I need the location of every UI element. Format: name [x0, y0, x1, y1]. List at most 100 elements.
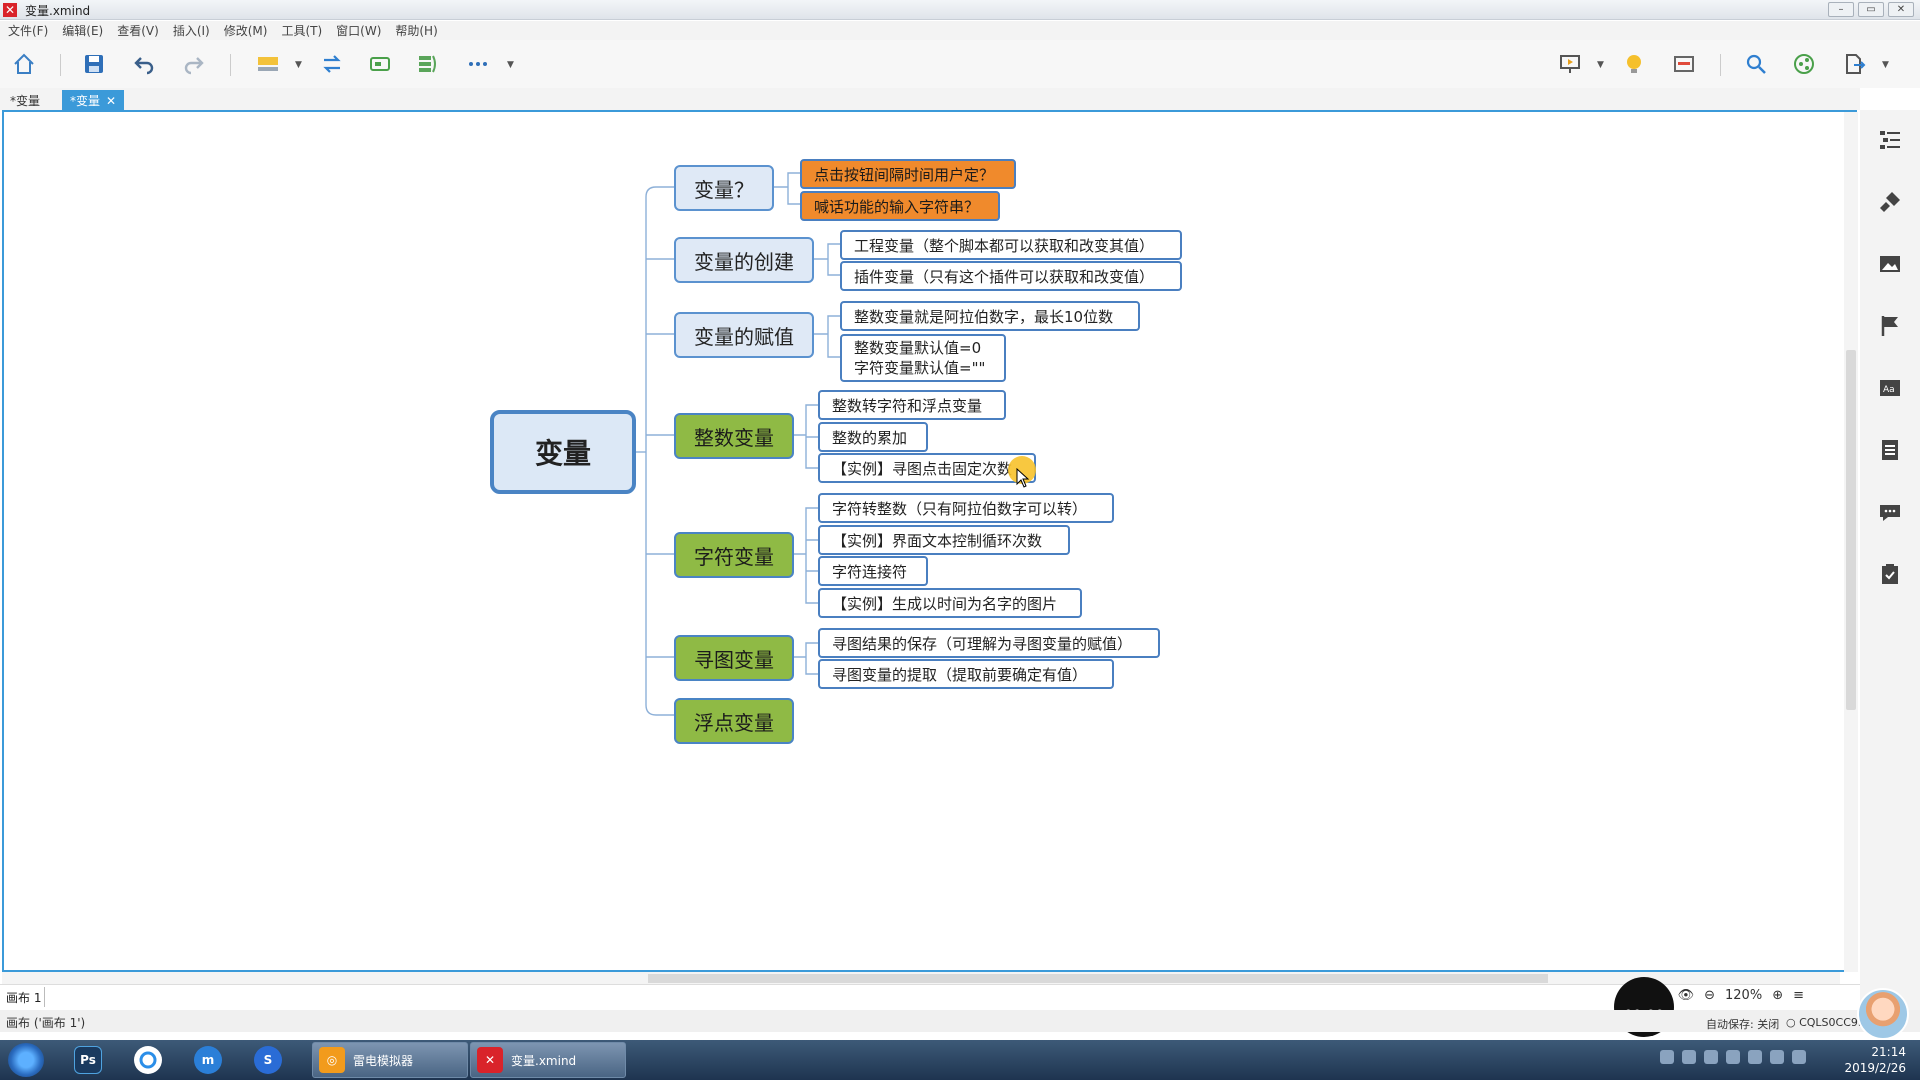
- taskbar-window-emulator[interactable]: ◎ 雷电模拟器: [312, 1042, 468, 1078]
- title-bar: ✕ 变量.xmind – ▭ ✕: [0, 0, 1920, 20]
- horizontal-scrollbar[interactable]: [2, 972, 1840, 984]
- menu-file[interactable]: 文件(F): [8, 24, 49, 38]
- format-brush-icon[interactable]: [1878, 190, 1902, 214]
- home-icon[interactable]: [10, 50, 38, 78]
- topic-style-icon[interactable]: [254, 50, 282, 78]
- maximize-button[interactable]: ▭: [1858, 2, 1884, 17]
- sogou-icon[interactable]: S: [246, 1044, 290, 1076]
- window-title: 变量.xmind: [25, 4, 91, 18]
- export-icon[interactable]: [1840, 50, 1868, 78]
- eye-icon[interactable]: 👁: [1677, 988, 1695, 1003]
- scroll-thumb[interactable]: [1846, 350, 1856, 710]
- vertical-scrollbar[interactable]: [1844, 112, 1858, 972]
- comment-icon[interactable]: [1878, 500, 1902, 524]
- connector-lines: [632, 172, 840, 716]
- mindmap-canvas[interactable]: 变量 变量？ 变量的创建 变量的赋值 整数变量 字符变量 寻图变量 浮点变量 点…: [2, 110, 1858, 972]
- topic-string-variable[interactable]: 字符变量: [674, 532, 794, 578]
- subtopic[interactable]: 喊话功能的输入字符串？: [800, 191, 1000, 221]
- topic-float-variable[interactable]: 浮点变量: [674, 698, 794, 744]
- subtopic[interactable]: 整数变量就是阿拉伯数字，最长10位数: [840, 301, 1140, 331]
- minimize-button[interactable]: –: [1828, 2, 1854, 17]
- svg-text:Aa: Aa: [1883, 385, 1895, 395]
- flag-icon[interactable]: [1878, 314, 1902, 338]
- subtopic[interactable]: 整数的累加: [818, 422, 928, 452]
- status-sheet: 画布 ('画布 1'): [6, 1016, 86, 1030]
- subtopic[interactable]: 字符转整数（只有阿拉伯数字可以转）: [818, 493, 1114, 523]
- tray-icon[interactable]: [1770, 1050, 1784, 1064]
- text-style-icon[interactable]: Aa: [1878, 376, 1902, 400]
- subtopic[interactable]: 字符连接符: [818, 556, 928, 586]
- start-button[interactable]: [8, 1043, 44, 1077]
- share-icon[interactable]: [1790, 50, 1818, 78]
- tray-icon[interactable]: [1660, 1050, 1674, 1064]
- toolbar: ▼ ▼ ▼ ▼: [0, 40, 1920, 88]
- undo-icon[interactable]: [130, 50, 158, 78]
- editor-tabs: *变量 *变量✕: [0, 88, 1860, 110]
- close-icon[interactable]: ✕: [106, 94, 117, 108]
- subtopic-defaults[interactable]: 整数变量默认值=0 字符变量默认值="": [840, 334, 1006, 382]
- host-status: ○ CQLS0CC9L: [1786, 1016, 1865, 1029]
- emulator-icon: ◎: [319, 1047, 345, 1073]
- tab-variable-2[interactable]: *变量✕: [62, 90, 125, 110]
- summary-icon[interactable]: [414, 50, 442, 78]
- menu-window[interactable]: 窗口(W): [336, 24, 382, 38]
- subtopic[interactable]: 插件变量（只有这个插件可以获取和改变值）: [840, 261, 1182, 291]
- chevron-down-icon[interactable]: ▼: [507, 60, 514, 70]
- brainstorm-bulb-icon[interactable]: [1620, 50, 1648, 78]
- topic-variable-assignment[interactable]: 变量的赋值: [674, 312, 814, 358]
- scroll-thumb[interactable]: [648, 974, 1548, 983]
- chevron-down-icon[interactable]: ▼: [295, 60, 302, 70]
- chevron-down-icon[interactable]: ▼: [1882, 60, 1889, 70]
- menu-insert[interactable]: 插入(I): [172, 24, 210, 38]
- redo-icon[interactable]: [180, 50, 208, 78]
- subtopic[interactable]: 【实例】寻图点击固定次数: [818, 453, 1036, 483]
- tray-icon[interactable]: [1682, 1050, 1696, 1064]
- topic-variable-question[interactable]: 变量？: [674, 165, 774, 211]
- close-button[interactable]: ✕: [1888, 2, 1914, 17]
- save-icon[interactable]: [80, 50, 108, 78]
- sheet-tab[interactable]: 画布 1: [6, 991, 42, 1005]
- presentation-icon[interactable]: [1556, 50, 1584, 78]
- image-icon[interactable]: [1878, 252, 1902, 276]
- menu-modify[interactable]: 修改(M): [223, 24, 268, 38]
- maxthon-icon[interactable]: m: [186, 1044, 230, 1076]
- taskbar-window-xmind[interactable]: ✕ 变量.xmind: [470, 1042, 626, 1078]
- subtopic[interactable]: 整数转字符和浮点变量: [818, 390, 1006, 420]
- zoom-in-button[interactable]: ⊕: [1772, 988, 1784, 1003]
- subtopic[interactable]: 点击按钮间隔时间用户定？: [800, 159, 1016, 189]
- menu-bar: 文件(F) 编辑(E) 查看(V) 插入(I) 修改(M) 工具(T) 窗口(W…: [0, 21, 1920, 40]
- topic-variable-creation[interactable]: 变量的创建: [674, 237, 814, 283]
- search-icon[interactable]: [1742, 50, 1770, 78]
- menu-tools[interactable]: 工具(T): [281, 24, 323, 38]
- subtopic[interactable]: 工程变量（整个脚本都可以获取和改变其值）: [840, 230, 1182, 260]
- subtopic[interactable]: 寻图变量的提取（提取前要确定有值）: [818, 659, 1114, 689]
- boundary-icon[interactable]: [366, 50, 394, 78]
- chevron-down-icon[interactable]: ▼: [1597, 60, 1604, 70]
- gantt-icon[interactable]: [1670, 50, 1698, 78]
- network-icon[interactable]: [1726, 1050, 1740, 1064]
- subtopic[interactable]: 【实例】生成以时间为名字的图片: [818, 588, 1082, 618]
- tab-variable-1[interactable]: *变量: [10, 94, 41, 108]
- task-icon[interactable]: [1878, 562, 1902, 586]
- avatar[interactable]: [1857, 988, 1909, 1040]
- outline-icon[interactable]: [1878, 128, 1902, 152]
- subtopic[interactable]: 【实例】界面文本控制循环次数: [818, 525, 1070, 555]
- tray-icon[interactable]: [1748, 1050, 1762, 1064]
- topic-integer-variable[interactable]: 整数变量: [674, 413, 794, 459]
- topic-image-search-variable[interactable]: 寻图变量: [674, 635, 794, 681]
- more-icon[interactable]: [464, 50, 492, 78]
- zoom-out-button[interactable]: ⊖: [1704, 988, 1716, 1003]
- menu-edit[interactable]: 编辑(E): [62, 24, 104, 38]
- relationship-icon[interactable]: [318, 50, 346, 78]
- central-topic[interactable]: 变量: [490, 410, 636, 494]
- volume-icon[interactable]: [1704, 1050, 1718, 1064]
- clock[interactable]: 21:14 2019/2/26: [1844, 1045, 1906, 1075]
- photoshop-icon[interactable]: Ps: [66, 1044, 110, 1076]
- menu-icon[interactable]: ≡: [1793, 988, 1804, 1003]
- tray-icon[interactable]: [1792, 1050, 1806, 1064]
- notes-icon[interactable]: [1878, 438, 1902, 462]
- baidu-netdisk-icon[interactable]: [126, 1044, 170, 1076]
- subtopic[interactable]: 寻图结果的保存（可理解为寻图变量的赋值）: [818, 628, 1160, 658]
- menu-view[interactable]: 查看(V): [117, 24, 159, 38]
- menu-help[interactable]: 帮助(H): [395, 24, 438, 38]
